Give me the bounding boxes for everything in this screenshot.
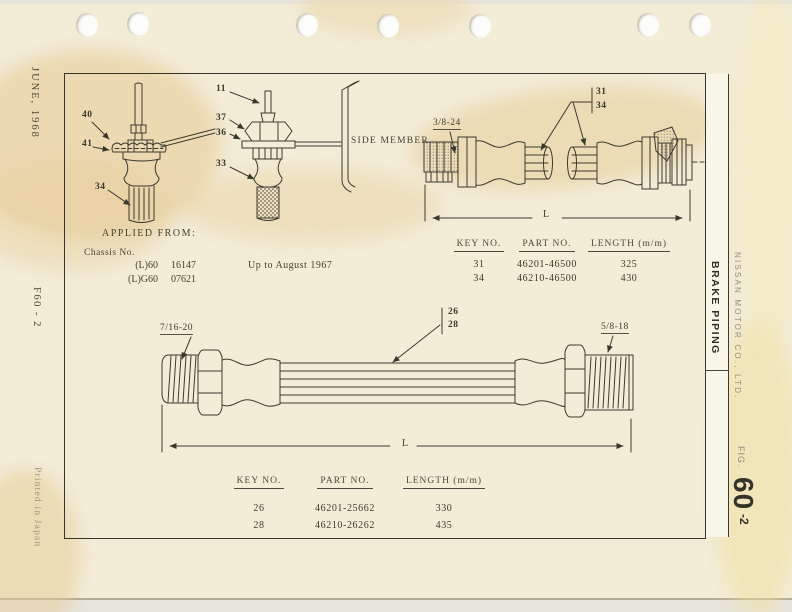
issue-date: JUNE, 1968 xyxy=(29,67,40,139)
chassis-no-label: Chassis No. xyxy=(84,248,135,258)
col-key-no: KEY NO. xyxy=(233,476,285,489)
cell-part: 46210-26262 xyxy=(315,520,375,531)
chassis-model: (L)G60 xyxy=(128,274,158,285)
fig-suffix: -2 xyxy=(737,514,751,525)
connector-a-drawing xyxy=(91,82,216,223)
callout-33-label: 33 xyxy=(216,159,227,169)
table-row: 34 46210-46500 430 xyxy=(450,273,672,284)
fig-word: FIG. xyxy=(736,446,746,468)
col-length: LENGTH (m/m) xyxy=(587,239,671,252)
cell-part: 46210-46500 xyxy=(517,273,577,284)
cell-key: 28 xyxy=(253,520,265,531)
tab-divider-rule xyxy=(705,370,729,371)
stain-blob xyxy=(0,160,170,270)
stain-blob xyxy=(0,50,220,240)
stain-blob xyxy=(180,168,440,243)
company-name: NISSAN MOTOR CO., LTD. xyxy=(733,252,742,400)
cell-length: 325 xyxy=(620,259,638,270)
punch-hole xyxy=(637,13,659,37)
thread-spec-right: 5/8-18 xyxy=(601,322,629,334)
table-row: 26 46201-25662 330 xyxy=(228,503,488,514)
cell-length: 330 xyxy=(435,503,453,514)
punch-hole xyxy=(296,13,318,37)
thread-spec-upper: 3/8-24 xyxy=(433,118,461,130)
fig-number: 60 xyxy=(728,477,759,511)
printed-in-japan-note: Printed in Japan xyxy=(32,467,42,548)
side-member-label: SIDE MEMBER xyxy=(351,136,429,146)
table-header-row: KEY NO. PART NO. LENGTH (m/m) xyxy=(228,470,488,489)
col-part-no: PART NO. xyxy=(519,239,575,252)
connector-b-drawing xyxy=(229,80,360,221)
col-part-no: PART NO. xyxy=(317,476,373,489)
cell-part: 46201-25662 xyxy=(315,503,375,514)
callout-11-label: 11 xyxy=(216,84,226,94)
content-frame xyxy=(64,73,706,539)
dimension-label-upper: L xyxy=(543,209,550,220)
hose-lower-drawing xyxy=(161,307,634,453)
callout-26-label: 26 xyxy=(448,307,459,317)
applied-from-note: Up to August 1967 xyxy=(248,260,333,271)
hose-upper-drawing xyxy=(423,87,705,222)
callout-34-label: 34 xyxy=(95,182,106,192)
callout-37-label: 37 xyxy=(216,113,227,123)
table-row: 31 46201-46500 325 xyxy=(450,259,672,270)
col-key-no: KEY NO. xyxy=(453,239,505,252)
index-tab-column xyxy=(706,74,729,537)
punch-hole xyxy=(127,12,149,36)
stain-blob xyxy=(735,0,792,350)
cell-key: 34 xyxy=(473,273,485,284)
tab-title: BRAKE PIPING xyxy=(709,261,721,355)
chassis-entry: (L)G60 07621 xyxy=(118,274,196,285)
callout-34b-label: 34 xyxy=(596,101,607,111)
cell-length: 435 xyxy=(435,520,453,531)
callout-40-label: 40 xyxy=(82,110,93,120)
table-row: 28 46210-26262 435 xyxy=(228,520,488,531)
cell-key: 31 xyxy=(473,259,485,270)
callout-28-label: 28 xyxy=(448,320,459,330)
punch-hole xyxy=(76,13,98,37)
callout-41-label: 41 xyxy=(82,139,93,149)
callout-31-label: 31 xyxy=(596,87,607,97)
chassis-number: 07621 xyxy=(171,274,196,285)
applied-from-heading: APPLIED FROM: xyxy=(102,228,197,239)
chassis-number: 16147 xyxy=(171,260,196,271)
cell-key: 26 xyxy=(253,503,265,514)
punch-hole xyxy=(377,14,399,38)
punch-hole xyxy=(689,13,711,37)
page-reference: F60 - 2 xyxy=(31,287,42,328)
cell-length: 430 xyxy=(620,273,638,284)
cell-part: 46201-46500 xyxy=(517,259,577,270)
callout-36-label: 36 xyxy=(216,128,227,138)
lower-parts-table: KEY NO. PART NO. LENGTH (m/m) 26 46201-2… xyxy=(228,470,488,531)
upper-parts-table: KEY NO. PART NO. LENGTH (m/m) 31 46201-4… xyxy=(450,233,672,284)
col-length: LENGTH (m/m) xyxy=(402,476,486,489)
chassis-entry: (L)60 16147 xyxy=(118,260,196,271)
dimension-label-lower: L xyxy=(402,438,409,449)
thread-spec-left: 7/16-20 xyxy=(160,323,194,335)
chassis-model: (L)60 xyxy=(135,260,158,271)
punch-hole xyxy=(469,14,491,38)
table-header-row: KEY NO. PART NO. LENGTH (m/m) xyxy=(450,233,672,252)
